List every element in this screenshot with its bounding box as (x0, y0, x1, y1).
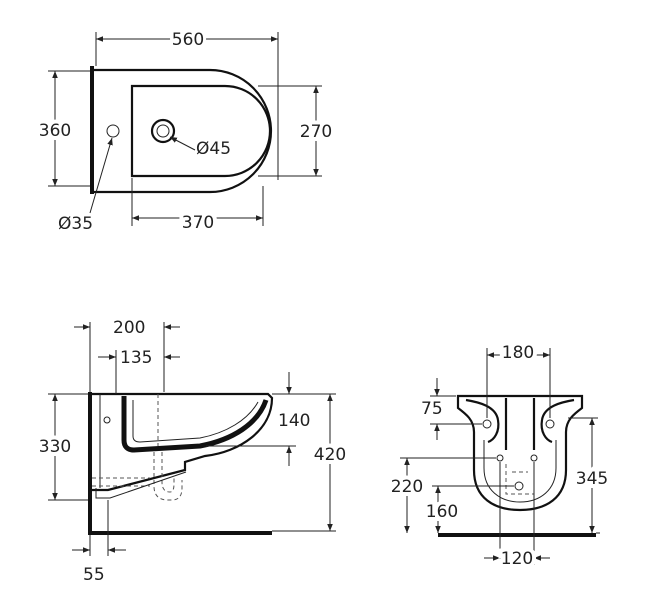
dim-120-label: 120 (501, 549, 533, 569)
tap-hole (150, 118, 176, 144)
front-view-left-lobe (465, 398, 500, 444)
dim-220-label: 220 (391, 477, 423, 497)
dim-345-label: 345 (576, 469, 608, 489)
dim-420-label: 420 (314, 445, 346, 465)
fixing-hole-label: Ø35 (58, 214, 93, 234)
dim-135-label: 135 (120, 348, 152, 368)
side-view: 200 135 140 420 330 55 (35, 318, 350, 585)
tap-hole-leader (169, 136, 196, 151)
side-view-bowl (121, 396, 269, 453)
dim-330-label: 330 (39, 437, 71, 457)
dim-360-label: 360 (39, 121, 71, 141)
tap-hole-label: Ø45 (196, 139, 231, 159)
front-view-inner (483, 440, 557, 503)
front-view-fixing-hole-left (482, 419, 492, 429)
dim-560-label: 560 (172, 30, 204, 50)
front-view-right-lobe (540, 398, 575, 444)
side-view-fixing-hole (103, 416, 111, 424)
dim-180-label: 180 (502, 343, 534, 363)
dim-75-label: 75 (421, 399, 443, 419)
front-view-fixing-hole-right (545, 419, 555, 429)
front-view-outlet (514, 481, 524, 491)
dim-370-label: 370 (182, 213, 214, 233)
side-view-outline (92, 392, 274, 492)
top-view-bowl (130, 84, 272, 178)
side-view-bowl-inner (132, 400, 259, 443)
dim-160-label: 160 (426, 502, 458, 522)
front-view-waste-right (530, 454, 538, 462)
dim-140-label: 140 (278, 411, 310, 431)
dim-270-label: 270 (300, 122, 332, 142)
side-view-bracket (95, 471, 187, 499)
front-view-waste-left (496, 454, 504, 462)
fixing-hole (106, 124, 120, 138)
front-view-stem (504, 398, 536, 450)
tap-hole-inner (156, 124, 170, 138)
side-view-trap (153, 452, 183, 501)
side-view-waste-pipe (92, 477, 150, 487)
fixing-hole-leader (89, 137, 113, 214)
dim-200-label: 200 (113, 318, 145, 338)
top-view: 560 360 270 370 Ø45 Ø35 (35, 27, 336, 237)
front-view-outline (456, 394, 584, 512)
front-view: 180 75 220 160 345 120 (387, 339, 612, 573)
dim-55-label: 55 (83, 565, 105, 585)
